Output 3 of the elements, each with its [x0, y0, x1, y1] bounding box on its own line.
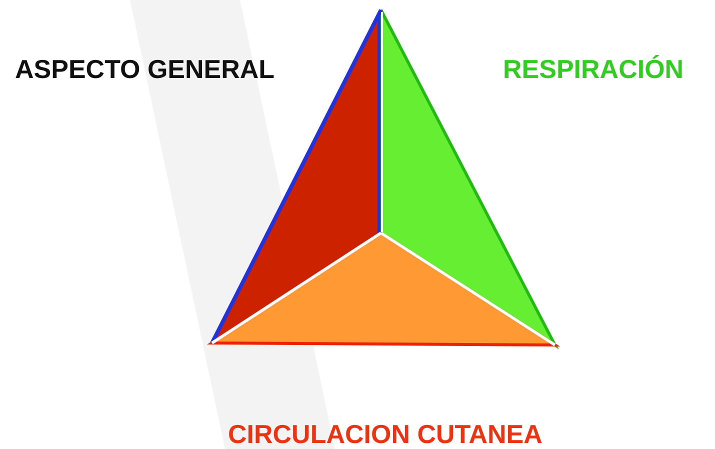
category-label: RESPIRACIÓN	[503, 54, 684, 84]
category-label: ASPECTO GENERAL	[15, 54, 275, 84]
category-label: CIRCULACION CUTANEA	[228, 419, 542, 449]
